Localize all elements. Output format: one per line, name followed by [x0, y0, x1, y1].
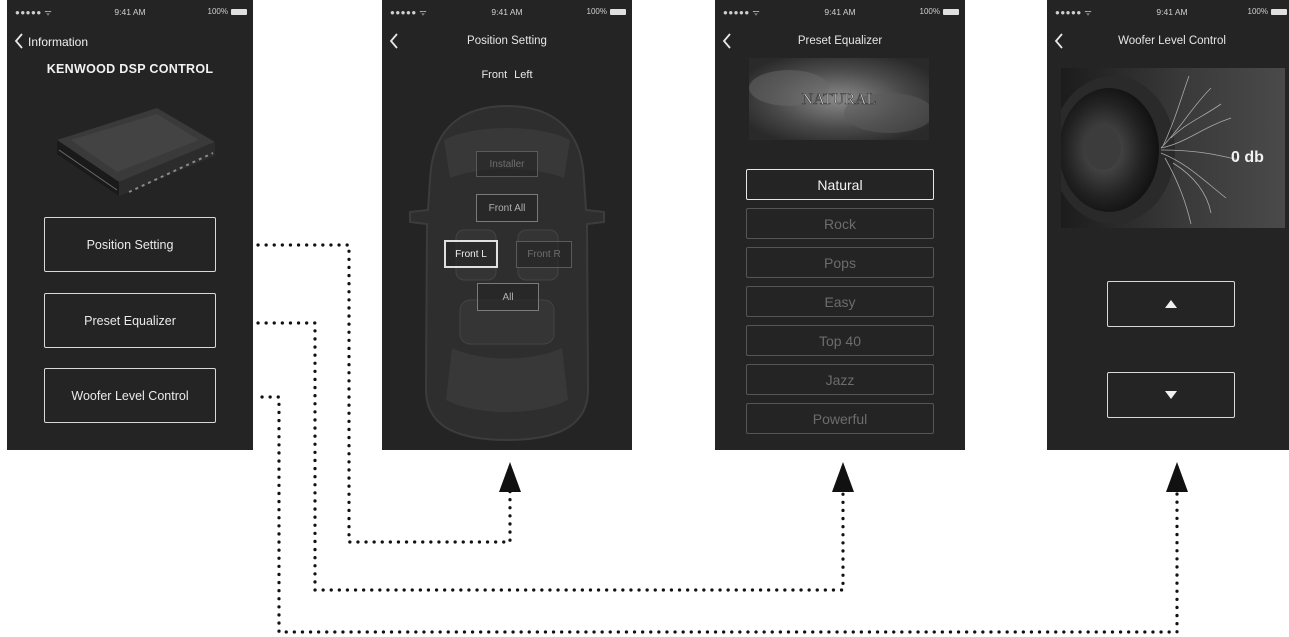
status-time: 9:41 AM [1156, 7, 1188, 17]
screen-title: Position Setting [467, 35, 547, 47]
arrow-head-icon [499, 462, 521, 492]
app-title: KENWOOD DSP CONTROL [46, 62, 214, 76]
screen-title: Woofer Level Control [1118, 35, 1226, 47]
status-bar: ●●●●● ᯤ 9:41 AM 100% [715, 0, 965, 22]
speaker-image [1061, 68, 1285, 228]
preset-pops-button[interactable]: Pops [746, 247, 934, 278]
battery-percent: 100% [586, 7, 607, 16]
preset-easy-button[interactable]: Easy [746, 286, 934, 317]
status-bar: ●●●●● ᯤ 9:41 AM 100% [1047, 0, 1289, 22]
battery-indicator: 100% [1248, 7, 1287, 16]
position-setting-screen: ●●●●● ᯤ 9:41 AM 100% Position Setting Fr… [382, 0, 632, 450]
screen-title: Preset Equalizer [797, 35, 883, 47]
signal-indicator: ●●●●● ᯤ [15, 8, 53, 17]
signal-indicator: ●●●●● ᯤ [1055, 8, 1093, 17]
dsp-device-image [57, 108, 215, 196]
woofer-level-control-button[interactable]: Woofer Level Control [44, 368, 216, 423]
arrow-head-icon [832, 462, 854, 492]
connector-position-setting [256, 243, 512, 544]
preset-equalizer-button[interactable]: Preset Equalizer [44, 293, 216, 348]
front-right-button[interactable]: Front R [516, 241, 572, 268]
battery-icon [1271, 8, 1287, 15]
status-bar: ●●●●● ᯤ 9:41 AM 100% [382, 0, 632, 22]
triangle-up-icon [1165, 300, 1177, 308]
preset-natural-button[interactable]: Natural [746, 169, 934, 200]
battery-indicator: 100% [587, 7, 626, 16]
banner-text: NATURAL [802, 91, 877, 108]
preset-jazz-button[interactable]: Jazz [746, 364, 934, 395]
installer-button[interactable]: Installer [476, 151, 538, 177]
back-chevron-icon[interactable] [13, 32, 25, 50]
signal-indicator: ●●●●● ᯤ [723, 8, 761, 17]
back-chevron-icon[interactable] [1053, 32, 1065, 50]
status-time: 9:41 AM [824, 7, 856, 17]
back-button-label[interactable]: Information [28, 35, 89, 49]
triangle-down-icon [1165, 391, 1177, 399]
back-chevron-icon[interactable] [721, 32, 733, 50]
back-chevron-icon[interactable] [388, 32, 400, 50]
level-down-button[interactable] [1107, 372, 1235, 418]
preset-banner-image: NATURAL [749, 58, 929, 140]
status-time: 9:41 AM [114, 7, 146, 17]
level-up-button[interactable] [1107, 281, 1235, 327]
connector-preset-equalizer [256, 321, 845, 592]
status-bar: ●●●●● ᯤ 9:41 AM 100% [7, 0, 253, 22]
preset-top40-button[interactable]: Top 40 [746, 325, 934, 356]
woofer-level-value: 0 db [1231, 149, 1264, 166]
status-time: 9:41 AM [491, 7, 523, 17]
battery-icon [610, 8, 626, 15]
battery-indicator: 100% [208, 7, 247, 16]
battery-indicator: 100% [920, 7, 959, 16]
battery-percent: 100% [207, 7, 228, 16]
battery-percent: 100% [1247, 7, 1268, 16]
preset-rock-button[interactable]: Rock [746, 208, 934, 239]
battery-icon [943, 8, 959, 15]
position-setting-button[interactable]: Position Setting [44, 217, 216, 272]
front-left-button[interactable]: Front L [444, 240, 498, 268]
preset-powerful-button[interactable]: Powerful [746, 403, 934, 434]
woofer-level-screen: ●●●●● ᯤ 9:41 AM 100% Woofer Level Contro… [1047, 0, 1289, 450]
front-all-button[interactable]: Front All [476, 194, 538, 222]
all-button[interactable]: All [477, 283, 539, 311]
arrow-head-icon [1166, 462, 1188, 492]
signal-indicator: ●●●●● ᯤ [390, 8, 428, 17]
selected-position: Front Left [481, 69, 533, 81]
information-screen: ●●●●● ᯤ 9:41 AM 100% Information KENWOOD… [7, 0, 253, 450]
connector-woofer-level [260, 395, 1179, 634]
battery-percent: 100% [919, 7, 940, 16]
battery-icon [231, 8, 247, 15]
preset-equalizer-screen: ●●●●● ᯤ 9:41 AM 100% Preset Equalizer NA… [715, 0, 965, 450]
